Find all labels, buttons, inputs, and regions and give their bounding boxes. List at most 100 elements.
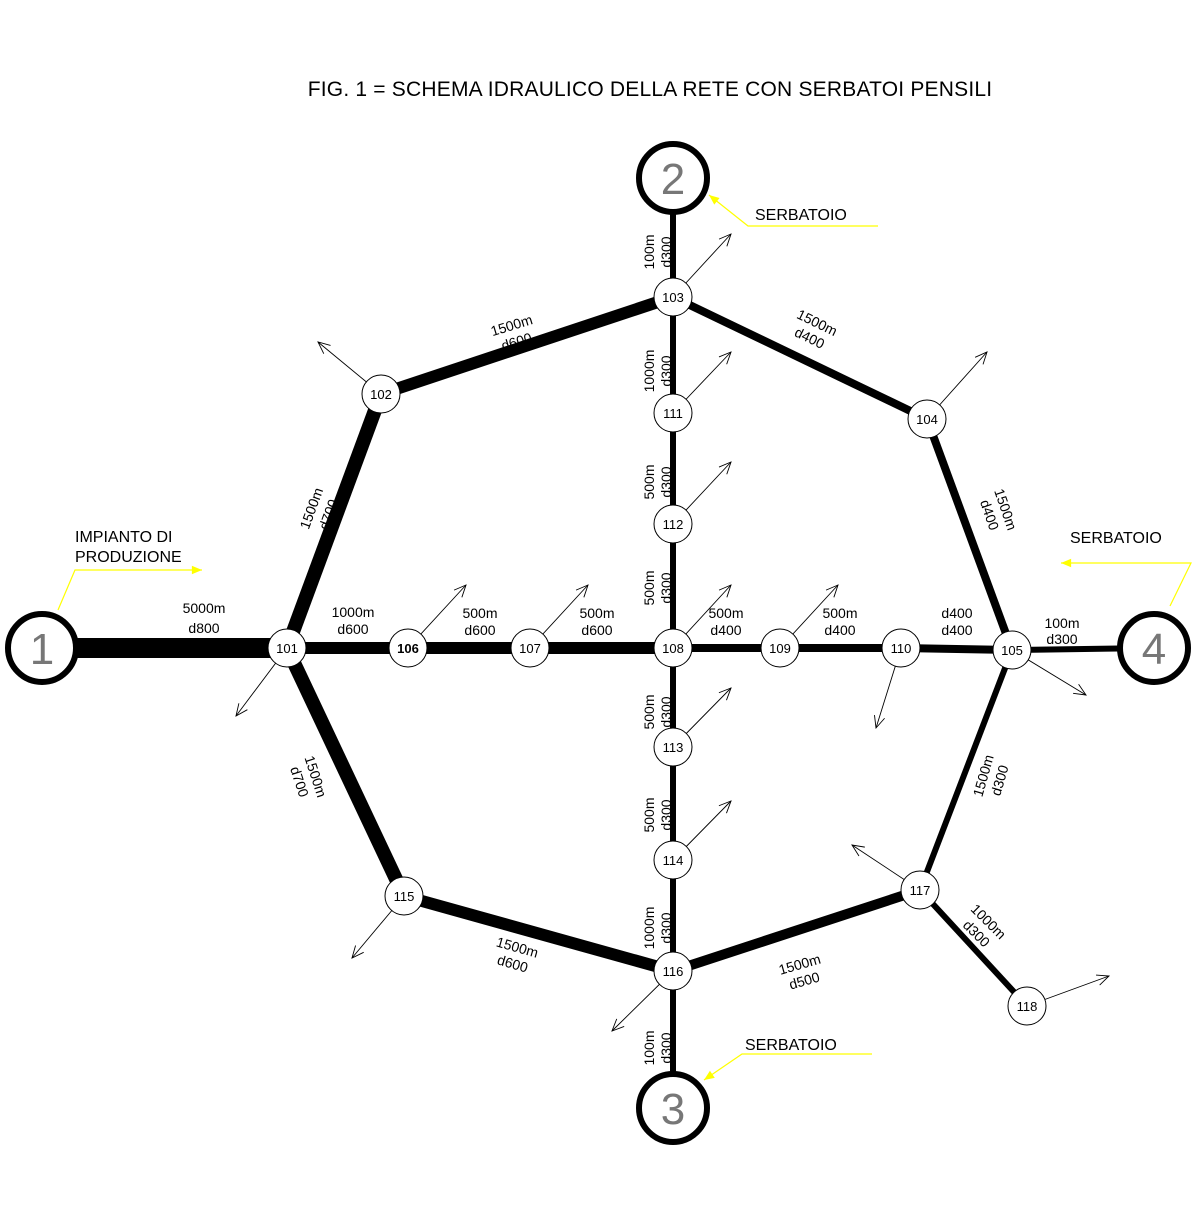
- note-line: PRODUZIONE: [75, 549, 182, 566]
- leader-arrowhead: [1061, 558, 1072, 568]
- source-2: 2: [636, 141, 710, 215]
- pipe-101-115: [280, 645, 411, 899]
- pipe-diameter: d300: [658, 1032, 674, 1063]
- pipe-length: 1000m: [332, 604, 375, 620]
- pipe-diameter: d600: [581, 622, 612, 638]
- pipe-diameter: d300: [658, 466, 674, 497]
- pipe-length: 500m: [579, 605, 614, 621]
- pipe-length: 500m: [708, 605, 743, 621]
- node-115: 115: [384, 876, 424, 916]
- node-circle: [361, 374, 401, 414]
- arrow-head: [611, 1018, 625, 1032]
- node-circle: [653, 277, 693, 317]
- arrow-head: [317, 341, 331, 354]
- pipe-length: 5000m: [183, 600, 226, 616]
- pipe-length: 500m: [641, 797, 657, 832]
- node-label: 117: [910, 883, 931, 898]
- source-label: 2: [661, 155, 685, 204]
- pipe-label-116-117: 1500md500: [777, 951, 827, 995]
- node-109: 109: [760, 628, 800, 668]
- source-4: 4: [1117, 611, 1191, 685]
- node-117: 117: [900, 870, 940, 910]
- leader-line: [57, 569, 202, 611]
- node-label: 115: [394, 889, 415, 904]
- source-circle: [636, 141, 710, 215]
- arrow-head: [851, 844, 865, 857]
- leader-line: [703, 1053, 872, 1081]
- node-102: 102: [361, 374, 401, 414]
- node-circle: [653, 393, 693, 433]
- pipe-diameter: d300: [658, 799, 674, 830]
- node-label: 110: [891, 641, 912, 656]
- node-label: 111: [663, 406, 683, 421]
- arrow-head: [718, 584, 732, 598]
- node-label: 106: [397, 641, 419, 656]
- node-circle: [267, 628, 307, 668]
- pipe-104-105: [923, 417, 1016, 652]
- node-label: 113: [663, 740, 684, 755]
- pipe-label-114-116: 1000md300: [641, 907, 674, 950]
- pipe-116-117: [671, 885, 922, 976]
- pipe-diameter: d400: [710, 622, 741, 638]
- pipe-diameter: d300: [658, 572, 674, 603]
- source-3: 3: [636, 1071, 710, 1145]
- pipe-label-2-103: 100md300: [641, 234, 674, 269]
- node-112: 112: [653, 504, 693, 544]
- pipe-length: 500m: [641, 570, 657, 605]
- node-106: 106: [388, 628, 428, 668]
- pipe-diameter: d600: [464, 622, 495, 638]
- note-text: SERBATOIO: [755, 207, 847, 224]
- pipe-length: d400: [941, 605, 972, 621]
- arrow-head: [974, 351, 988, 365]
- arrow-head: [718, 687, 732, 701]
- pipe-length: 100m: [641, 234, 657, 269]
- arrow-head: [718, 233, 732, 247]
- pipe-label-117-105: 1500md300: [970, 753, 1014, 803]
- node-label: 103: [662, 290, 684, 305]
- pipe-label-113-114: 500md300: [641, 797, 674, 832]
- source-label: 1: [30, 625, 54, 674]
- node-118: 118: [1007, 986, 1047, 1026]
- node-circle: [510, 628, 550, 668]
- node-107: 107: [510, 628, 550, 668]
- pipe-diameter: d300: [658, 912, 674, 943]
- pipe-diameter: d600: [337, 621, 368, 637]
- note-text: SERBATOIO: [745, 1037, 837, 1054]
- arrow-head: [874, 715, 885, 730]
- arrow-head: [1095, 974, 1111, 986]
- node-label: 114: [663, 853, 684, 868]
- arrow-head: [575, 584, 589, 598]
- pipe-diameter: d400: [824, 622, 855, 638]
- node-label: 109: [769, 641, 791, 656]
- source-circle: [1117, 611, 1191, 685]
- node-label: 102: [370, 387, 392, 402]
- pipe-label-103-111: 1000md300: [641, 350, 674, 393]
- node-circle: [384, 876, 424, 916]
- pipe-length: 1000m: [641, 907, 657, 950]
- pipe-length: 500m: [462, 605, 497, 621]
- node-label: 118: [1017, 999, 1038, 1014]
- arrow-head: [235, 703, 248, 717]
- leader-arrowhead: [191, 565, 202, 575]
- note-text: SERBATOIO: [1070, 530, 1162, 547]
- pipe-label-117-118: 1000md300: [956, 901, 1010, 955]
- arrow-head: [718, 800, 732, 814]
- pipe-label-112-108: 500md300: [641, 570, 674, 605]
- arrow-head: [453, 584, 467, 598]
- pipe-label-103-104: 1500md400: [787, 306, 840, 354]
- arrow-head: [351, 945, 364, 959]
- figure-title: FIG. 1 = SCHEMA IDRAULICO DELLA RETE CON…: [307, 78, 993, 101]
- node-108: 108: [653, 628, 693, 668]
- node-circle: [653, 628, 693, 668]
- pipe-length: 500m: [641, 694, 657, 729]
- pipe-117-118: [917, 887, 1030, 1009]
- pipe-diameter: d300: [1046, 631, 1077, 647]
- node-circle: [388, 628, 428, 668]
- pipe-diameter: d300: [658, 696, 674, 727]
- node-circle: [760, 628, 800, 668]
